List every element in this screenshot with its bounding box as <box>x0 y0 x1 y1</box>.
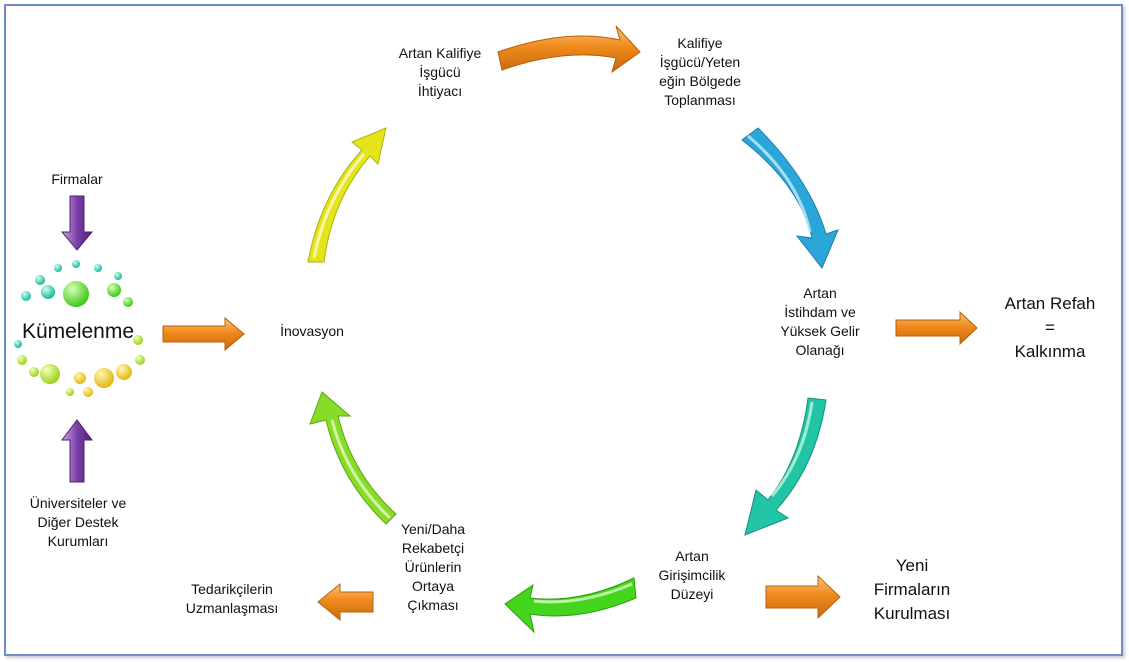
arrow-right <box>744 397 827 536</box>
arrow-bottom-left <box>309 391 397 525</box>
arrow-to-welfare <box>895 310 978 346</box>
label-tedarikcilerin-uzmanlasmasi: Tedarikçilerin Uzmanlaşması <box>185 581 279 616</box>
arrow-bottom <box>504 577 637 634</box>
arrow-universities-up <box>61 419 93 483</box>
arrow-to-suppliers <box>317 582 374 622</box>
arrow-firms-down <box>60 195 94 251</box>
arrow-left <box>307 127 387 263</box>
arrow-to-new-firms <box>765 574 841 620</box>
label-artan-girisimcilik: Artan Girişimcilik Düzeyi <box>658 548 726 602</box>
arrow-top-right <box>741 127 839 269</box>
label-universiteler-destek-kurumlari: Üniversiteler ve Diğer Destek Kurumları <box>29 495 127 549</box>
arrow-cluster-to-innovation <box>162 316 245 352</box>
arrow-top <box>497 25 641 74</box>
label-inovasyon: İnovasyon <box>280 323 344 339</box>
label-artan-kalifiye-isgucu-ihtiyaci: Artan Kalifiye İşgücü İhtiyacı <box>398 45 482 99</box>
label-firmalar: Firmalar <box>51 171 103 187</box>
label-artan-refah-kalkinma: Artan Refah = Kalkınma <box>1004 294 1096 361</box>
label-yeni-rekabetci-urunler: Yeni/Daha Rekabetçi Ürünlerin Ortaya Çık… <box>400 521 466 613</box>
cluster-bubbles-icon <box>14 260 145 397</box>
label-kalifiye-isgucu-toplanmasi: Kalifiye İşgücü/Yeten eğin Bölgede Topla… <box>659 35 741 108</box>
label-kumelenme: Kümelenme <box>21 320 135 343</box>
label-yeni-firmalarin-kurulmasi: Yeni Firmaların Kurulması <box>873 556 951 623</box>
label-artan-istihdam: Artan İstihdam ve Yüksek Gelir Olanağı <box>780 285 860 358</box>
